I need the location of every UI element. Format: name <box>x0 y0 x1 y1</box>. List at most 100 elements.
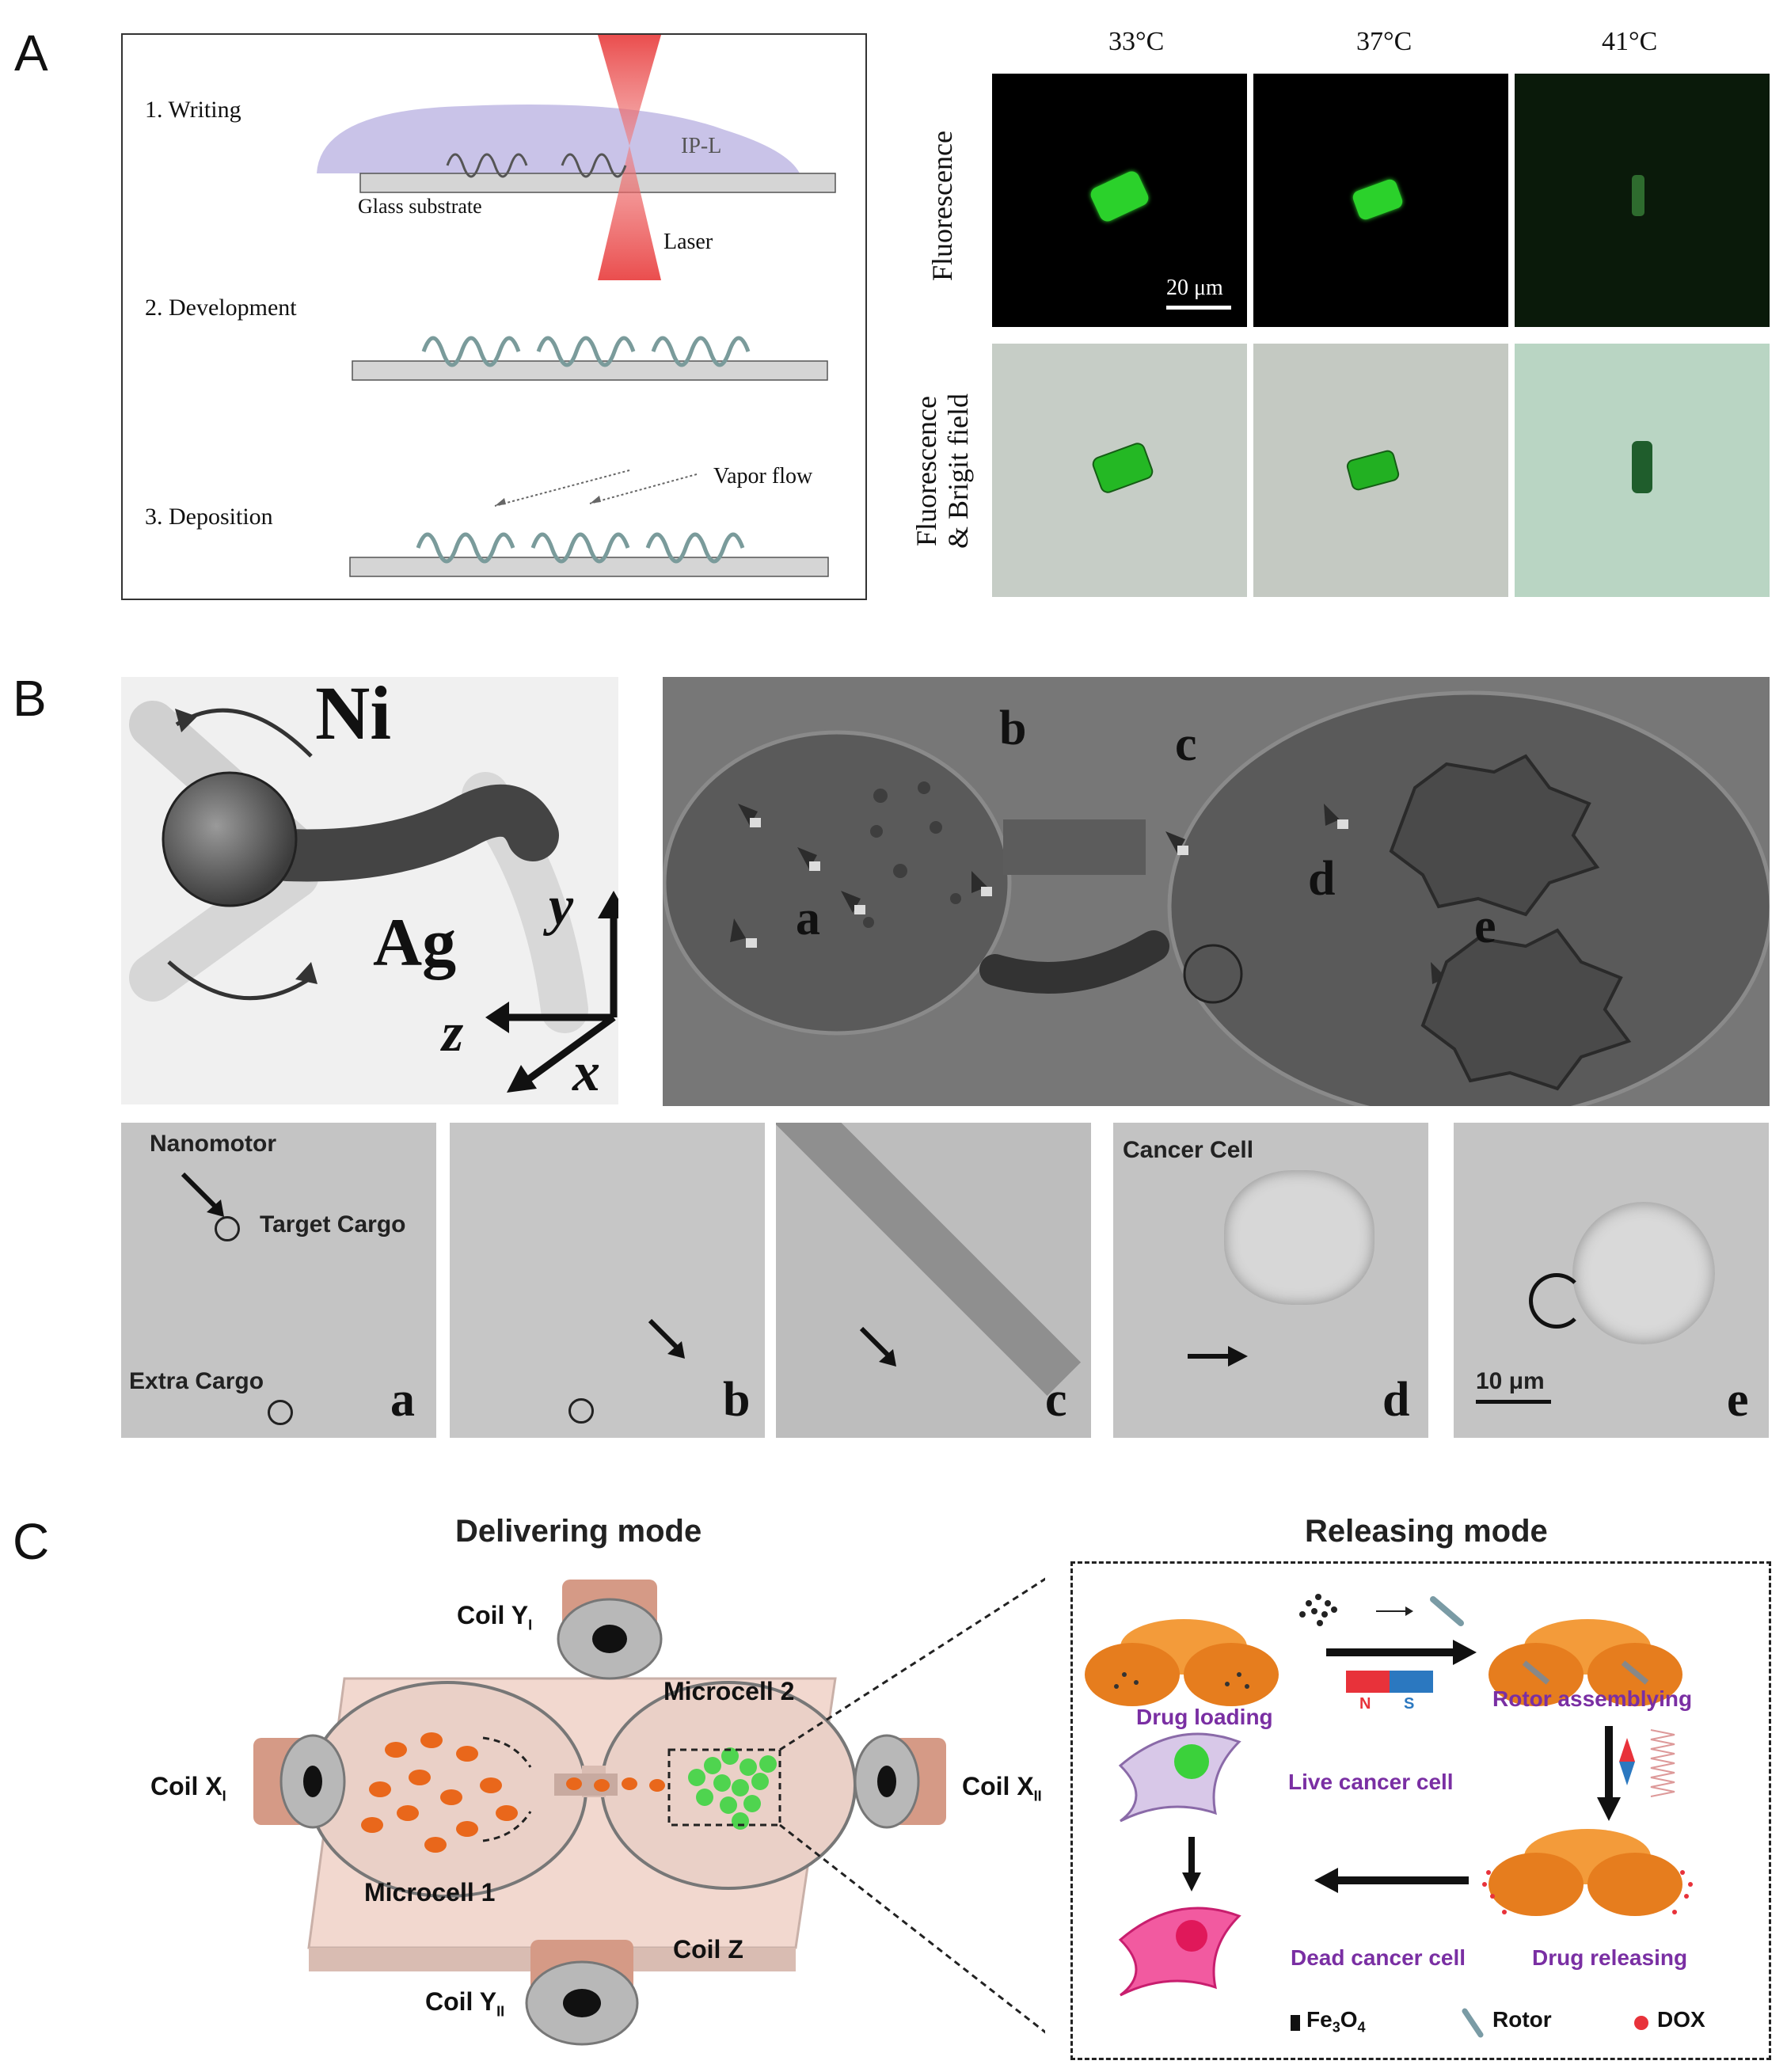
releasing-mode-box: Drug loading Rotor assemblying N S Live … <box>1070 1561 1771 2060</box>
micro-letter-b: b <box>723 1373 751 1427</box>
nanomotor-illustration: Ni Ag y z x <box>121 677 618 1104</box>
micrograph-e: 10 μm e <box>1454 1123 1769 1438</box>
helix-green-37 <box>1351 177 1405 222</box>
dead-cancer-cell <box>1118 1907 1241 1997</box>
carrier-loading <box>1085 1619 1279 1706</box>
coil-y2 <box>525 1940 639 2046</box>
step-development: 2. Development <box>145 295 297 321</box>
title-delivering-mode: Delivering mode <box>455 1514 702 1549</box>
micro-b-arrow <box>648 1318 685 1359</box>
fluor-tile-37 <box>1253 74 1508 327</box>
micrograph-c: c <box>776 1123 1091 1438</box>
legend-dox-symbol <box>1634 2016 1648 2030</box>
coil-x1 <box>253 1734 346 1829</box>
label-coil-x2: Coil XII <box>962 1772 1042 1804</box>
legend-fe3o4-o: O <box>1340 2007 1358 2032</box>
label-coil-z: Coil Z <box>673 1935 743 1964</box>
label-coil-y2: Coil YII <box>425 1987 504 2020</box>
label-coil-x2-text: Coil X <box>962 1772 1034 1800</box>
label-dead-cancer-cell: Dead cancer cell <box>1291 1945 1466 1970</box>
label-coil-x1-text: Coil X <box>150 1772 222 1800</box>
label-extra-cargo: Extra Cargo <box>129 1368 264 1394</box>
label-drug-loading: Drug loading <box>1136 1705 1273 1729</box>
label-target-cargo: Target Cargo <box>260 1211 406 1237</box>
helix-1a <box>446 153 528 178</box>
helix-green-33 <box>1088 169 1151 224</box>
micro-letter-e: e <box>1727 1373 1749 1427</box>
label-coil-y2-sub: II <box>496 2003 505 2020</box>
laser-beam-top <box>598 35 661 146</box>
scale-bar <box>1166 306 1231 310</box>
legend-rotor-symbol <box>1462 2008 1484 2038</box>
ipl-resin-dome <box>317 105 800 173</box>
chamber-label-c: c <box>1175 717 1197 771</box>
glass-substrate-2 <box>352 360 828 381</box>
cargo-sphere <box>162 771 298 907</box>
rotation-marker <box>1529 1273 1584 1329</box>
bright-tile-41 <box>1515 344 1770 597</box>
label-coil-y1-text: Coil Y <box>457 1601 529 1629</box>
fluor-tile-33: 20 μm <box>992 74 1247 327</box>
row-label-brightfield-line2: & Brigit field <box>942 393 974 549</box>
label-coil-y2-text: Coil Y <box>425 1987 497 2016</box>
helix-2b <box>536 336 636 367</box>
helix-bright-33 <box>1089 440 1156 496</box>
scale-10um: 10 μm <box>1476 1368 1545 1394</box>
coil-y1 <box>557 1580 663 1680</box>
label-live-cancer-cell: Live cancer cell <box>1288 1770 1454 1794</box>
channel-edge <box>776 1123 1082 1397</box>
chamber-label-a: a <box>796 892 820 945</box>
micro-letter-a: a <box>390 1373 415 1427</box>
step-writing: 1. Writing <box>145 97 241 123</box>
label-magnet-s: S <box>1404 1695 1415 1713</box>
label-ag: Ag <box>373 904 457 980</box>
helix-bright-37 <box>1344 448 1401 492</box>
label-cancer-cell: Cancer Cell <box>1123 1137 1254 1163</box>
legend-rotor: Rotor <box>1492 2007 1552 2032</box>
legend-fe3o4-symbol <box>1291 2015 1300 2031</box>
chamber-illustration: b c a d e <box>663 677 1770 1106</box>
carrier-assembled <box>1489 1619 1682 1706</box>
axis-z: z <box>442 1002 464 1063</box>
cancer-cell-micro-d <box>1224 1170 1374 1305</box>
temp-37: 37°C <box>1356 27 1412 56</box>
label-laser: Laser <box>663 230 713 254</box>
row-label-brightfield-line1: Fluorescence <box>911 396 942 546</box>
helix-3b <box>530 532 630 564</box>
helix-bright-41 <box>1632 441 1652 493</box>
live-cancer-cell <box>1118 1732 1241 1823</box>
label-rotor-assemblying: Rotor assemblying <box>1492 1686 1693 1711</box>
chamber-drawing <box>663 677 1770 1106</box>
nickel-rod <box>261 784 559 882</box>
helix-2a <box>421 336 521 367</box>
label-drug-releasing: Drug releasing <box>1532 1945 1688 1970</box>
cancer-cell-bottom <box>1420 928 1632 1091</box>
step-deposition: 3. Deposition <box>145 504 273 530</box>
cancer-cell-micro-e <box>1572 1202 1715 1344</box>
micro-letter-d: d <box>1382 1373 1410 1427</box>
nanomotor-drawing <box>121 677 618 1104</box>
title-releasing-mode: Releasing mode <box>1305 1514 1548 1549</box>
channel <box>1003 819 1146 875</box>
helix-3c <box>645 532 745 564</box>
chamber-label-b: b <box>999 701 1027 755</box>
label-nanomotor: Nanomotor <box>150 1131 276 1157</box>
cargo-marker-b <box>568 1398 594 1424</box>
helix-2c <box>651 336 751 367</box>
target-cargo-marker <box>215 1216 240 1241</box>
vapor-arrow-2 <box>589 473 698 504</box>
helix-3a <box>416 532 515 564</box>
fluor-tile-41 <box>1515 74 1770 327</box>
panel-label-a: A <box>14 25 48 82</box>
micro-c-arrow <box>859 1326 896 1367</box>
vapor-arrow-1 <box>494 470 630 507</box>
magnet-n <box>1346 1671 1390 1693</box>
well-left <box>663 730 1012 1036</box>
delivering-device <box>253 1577 1045 2046</box>
magnet-s <box>1390 1671 1433 1693</box>
laser-beam-bottom <box>598 146 661 280</box>
label-microcell-2: Microcell 2 <box>663 1677 795 1705</box>
micro-letter-c: c <box>1045 1373 1067 1427</box>
fabrication-schematic: 1. Writing 2. Development 3. Deposition … <box>121 33 867 600</box>
extra-cargo-marker <box>268 1400 293 1425</box>
